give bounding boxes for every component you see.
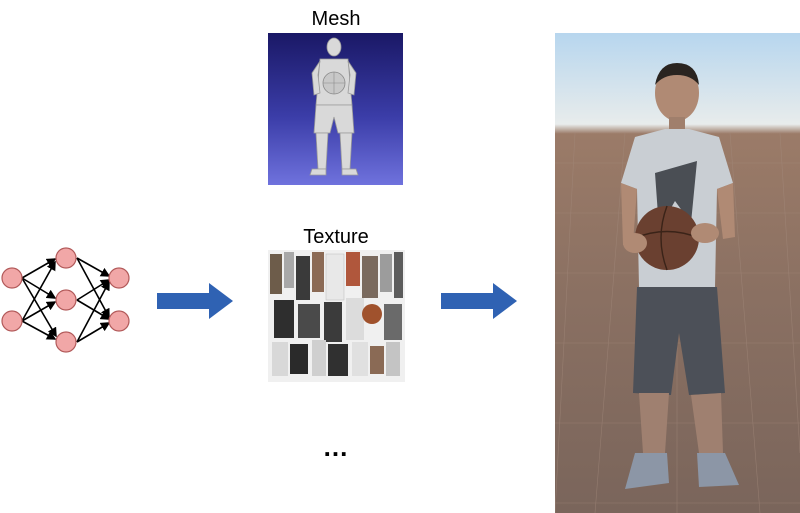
neuron	[1, 267, 23, 289]
neuron	[55, 331, 77, 353]
neural-network-icon	[1, 247, 130, 353]
rendered-avatar-image	[555, 33, 800, 513]
mesh-image	[268, 33, 403, 185]
right-arrow-icon	[157, 283, 233, 319]
right-arrow-icon	[441, 283, 517, 319]
mesh-label: Mesh	[311, 8, 361, 30]
neuron	[108, 310, 130, 332]
neuron	[1, 310, 23, 332]
neuron	[55, 289, 77, 311]
neuron	[55, 247, 77, 269]
texture-label: Texture	[303, 226, 369, 248]
neuron	[108, 267, 130, 289]
ellipsis-text: ...	[323, 432, 349, 462]
texture-atlas-image	[268, 250, 405, 382]
